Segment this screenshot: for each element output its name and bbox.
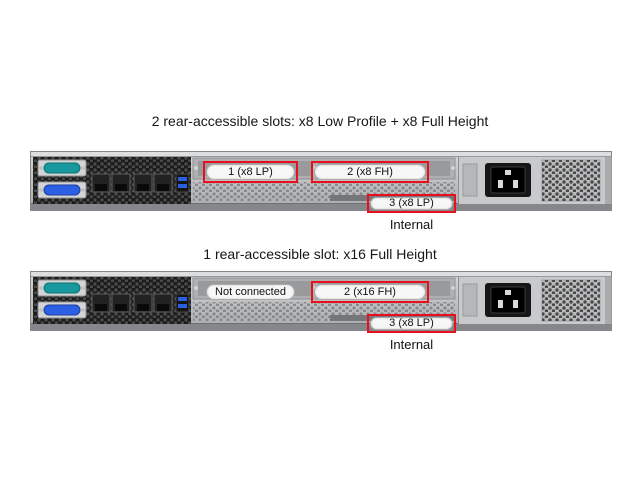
slot2-callout: 2 (x8 FH) xyxy=(311,161,429,183)
server-rear-view-2: Not connected 2 (x16 FH) 3 (x8 LP) Inter… xyxy=(30,270,612,366)
slot3-label: 3 (x8 LP) xyxy=(370,197,453,210)
internal-label: Internal xyxy=(389,217,434,232)
figure2-title: 1 rear-accessible slot: x16 Full Height xyxy=(203,246,437,262)
internal-label: Internal xyxy=(389,337,434,352)
slot1-callout: Not connected xyxy=(203,281,298,303)
slot1-label: Not connected xyxy=(206,284,295,300)
server-rear-view-1: 1 (x8 LP) 2 (x8 FH) 3 (x8 LP) Internal xyxy=(30,150,612,246)
slot3-callout: 3 (x8 LP) xyxy=(367,194,456,213)
slot1-callout: 1 (x8 LP) xyxy=(203,161,298,183)
slot3-label: 3 (x8 LP) xyxy=(370,317,453,330)
slot2-label: 2 (x8 FH) xyxy=(314,164,426,180)
slot2-label: 2 (x16 FH) xyxy=(314,284,426,300)
slot2-callout: 2 (x16 FH) xyxy=(311,281,429,303)
slot3-callout: 3 (x8 LP) xyxy=(367,314,456,333)
figure1-title: 2 rear-accessible slots: x8 Low Profile … xyxy=(151,113,489,129)
slot1-label: 1 (x8 LP) xyxy=(206,164,295,180)
